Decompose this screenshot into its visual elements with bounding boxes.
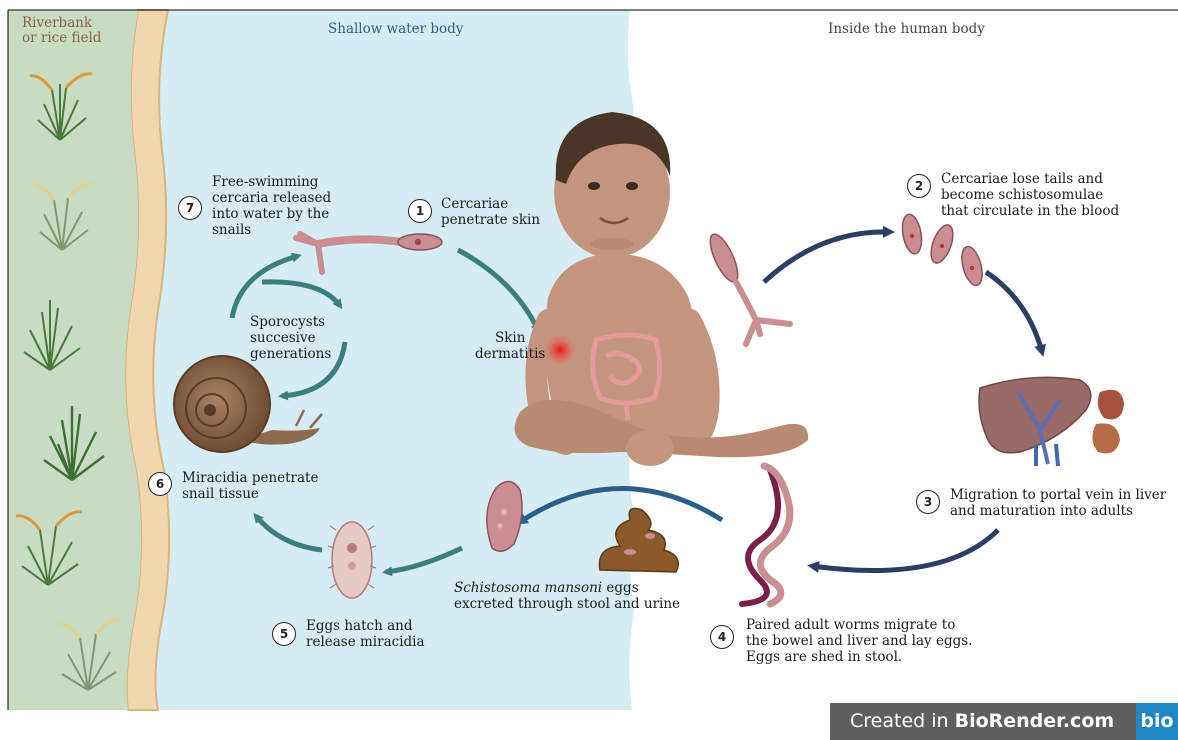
skin-dermatitis-rash (544, 334, 576, 366)
riverbank-background (8, 10, 141, 710)
step-6-badge: 6 (148, 472, 172, 496)
step-6-label: Miracidia penetrate snail tissue (182, 470, 318, 502)
step-2-badge: 2 (907, 174, 931, 198)
step-1-label: Cercariae penetrate skin (441, 196, 540, 228)
species-name: Schistosoma mansoni (454, 580, 602, 596)
zone-label-riverbank: Riverbank or rice field (22, 16, 132, 46)
sporocysts-label: Sporocysts succesive generations (250, 314, 331, 362)
biorender-watermark: Created in BioRender.com bio (830, 703, 1178, 740)
step-5-label: Eggs hatch and release miracidia (306, 618, 425, 650)
skin-dermatitis-label: Skin dermatitis (475, 330, 545, 362)
zone-label-human: Inside the human body (828, 22, 985, 37)
step-1-badge: 1 (408, 199, 432, 223)
step-5-badge: 5 (272, 622, 296, 646)
step-7-label: Free-swimming cercaria released into wat… (212, 174, 331, 238)
watermark-text: Created in BioRender.com (850, 703, 1114, 740)
biorender-logo-icon: bio (1136, 703, 1178, 740)
step-7-badge: 7 (178, 196, 202, 220)
watermark-brand: BioRender.com (955, 710, 1115, 732)
step-3-badge: 3 (916, 490, 940, 514)
zone-label-water: Shallow water body (328, 22, 463, 37)
step-2-label: Cercariae lose tails and become schistos… (941, 171, 1119, 219)
step-3-label: Migration to portal vein in liver and ma… (950, 487, 1166, 519)
step-4-label: Paired adult worms migrate to the bowel … (746, 617, 972, 665)
watermark-prefix: Created in (850, 710, 955, 732)
eggs-excreted-label: Schistosoma mansoni eggs excreted throug… (454, 580, 680, 612)
step-4-badge: 4 (710, 625, 734, 649)
